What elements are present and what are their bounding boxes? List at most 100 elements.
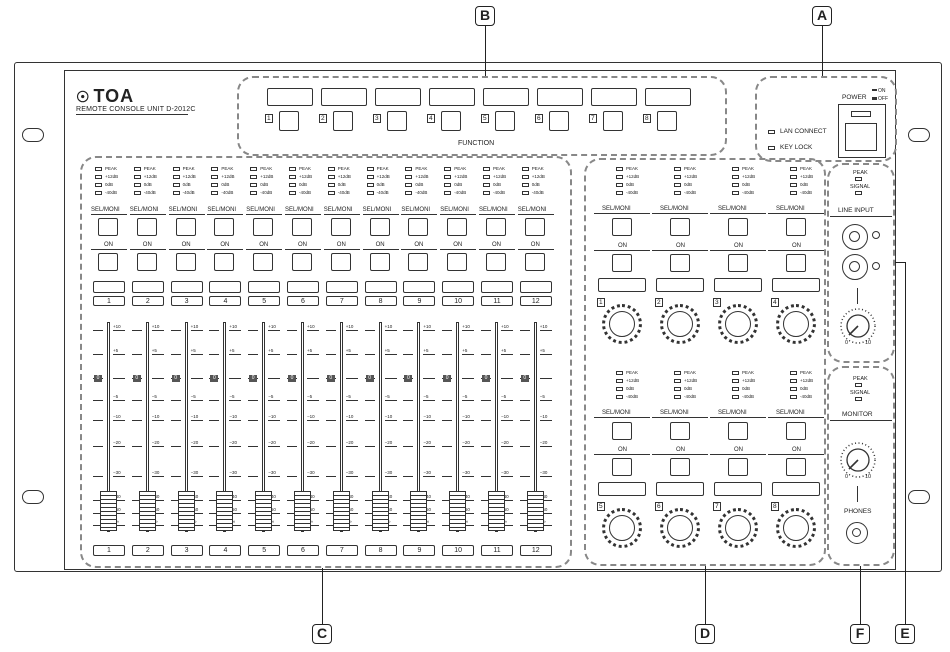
output-7-meter-led-2 (732, 387, 739, 391)
output-8-gain-knob[interactable] (776, 508, 816, 548)
input-2-fader-knob[interactable] (138, 491, 156, 531)
input-4-sel-moni-button[interactable] (214, 218, 235, 236)
input-6-sel-moni-button[interactable] (292, 218, 312, 236)
output-2-sel-moni-button[interactable] (670, 218, 690, 236)
input-6-on-label: ON (298, 242, 307, 248)
output-7-gain-knob[interactable] (718, 508, 758, 548)
input-2-scale-tick-l-5 (131, 446, 142, 447)
input-1-on-button[interactable] (98, 253, 118, 271)
function-key-2[interactable] (333, 111, 353, 131)
input-4-on-label: ON (220, 242, 230, 248)
output-3-on-button[interactable] (728, 254, 748, 272)
input-7-fader-knob[interactable] (332, 491, 350, 531)
input-7-on-button[interactable] (330, 253, 351, 271)
input-11-sel-moni-button[interactable] (486, 218, 506, 236)
output-8-sel-moni-button[interactable] (786, 422, 806, 440)
input-5-on-button[interactable] (253, 253, 274, 271)
input-2-sel-moni-label: SEL/MONI (129, 207, 159, 213)
output-6-on-button[interactable] (670, 458, 690, 476)
output-6-gain-knob[interactable] (660, 508, 700, 548)
phones-jack[interactable] (846, 522, 868, 544)
input-8-fader-knob[interactable] (371, 491, 389, 531)
input-11-scale-tick-r-5 (501, 446, 513, 447)
input-9-on-button[interactable] (408, 253, 429, 271)
input-12-on-button[interactable] (524, 253, 545, 271)
input-7-sel-moni-button[interactable] (330, 218, 351, 236)
function-key-6[interactable] (549, 111, 569, 131)
output-1-sel-moni-button[interactable] (612, 218, 632, 236)
line-input-jack-l[interactable] (842, 224, 868, 250)
input-2-sel-moni-button[interactable] (136, 218, 157, 236)
input-10-sel-moni-button[interactable] (447, 218, 468, 236)
function-key-5[interactable] (495, 111, 515, 131)
input-3-fader-knob[interactable] (177, 491, 195, 531)
line-input-jack-r[interactable] (842, 254, 868, 280)
input-10-fader-knob[interactable] (449, 491, 467, 531)
input-8-scale-label-5: −20 (384, 440, 393, 445)
input-8-sel-moni-button[interactable] (369, 218, 390, 236)
output-7-on-button[interactable] (728, 458, 748, 476)
input-11-fader-knob[interactable] (488, 491, 505, 531)
input-1-fader-knob[interactable] (100, 491, 117, 531)
output-4-gain-knob[interactable] (776, 304, 816, 344)
output-3-sel-moni-button[interactable] (728, 218, 748, 236)
power-switch-rocker[interactable] (845, 123, 877, 151)
function-key-1[interactable] (279, 111, 299, 131)
input-2-on-button[interactable] (136, 253, 157, 271)
function-key-3[interactable] (387, 111, 407, 131)
output-4-sel-moni-button[interactable] (786, 218, 806, 236)
input-11-scale-tick-r-8 (501, 513, 513, 514)
input-12-sel-moni-button[interactable] (524, 218, 545, 236)
input-11-on-button[interactable] (486, 253, 506, 271)
input-7-meter-led-1 (327, 175, 335, 179)
input-9-display (403, 281, 436, 293)
input-5-scale-tick-l-6 (248, 476, 259, 477)
input-2-scale-label-6: −30 (151, 470, 160, 475)
input-4-on-button[interactable] (214, 253, 235, 271)
output-7-sel-moni-button[interactable] (728, 422, 748, 440)
input-2-meter-led-1 (133, 175, 141, 179)
function-key-7[interactable] (603, 111, 623, 131)
output-1-sel-moni-label: SEL/MONI (602, 206, 631, 212)
monitor-level-knob[interactable] (838, 440, 878, 480)
output-7-meter-label-0: PEAK (742, 370, 755, 375)
output-2-gain-knob[interactable] (660, 304, 700, 344)
output-8-on-button[interactable] (786, 458, 806, 476)
input-3-on-button[interactable] (175, 253, 196, 271)
output-6-meter-label-0: PEAK (684, 370, 697, 375)
input-3-sel-moni-button[interactable] (175, 218, 196, 236)
output-5-sel-moni-button[interactable] (612, 422, 632, 440)
input-5-sel-moni-button[interactable] (253, 218, 274, 236)
input-9-meter-led-0 (405, 167, 413, 171)
input-9-fader-knob[interactable] (410, 491, 428, 531)
output-6-sel-moni-button[interactable] (670, 422, 690, 440)
function-key-8[interactable] (657, 111, 677, 131)
output-4-on-button[interactable] (786, 254, 806, 272)
input-8-meter-led-2 (366, 183, 374, 187)
output-3-gain-knob-cap (725, 311, 751, 337)
input-11-scale-label-1: +5 (501, 348, 507, 353)
input-5-sel-divider (246, 214, 283, 215)
output-1-on-button[interactable] (612, 254, 632, 272)
input-8-on-label: ON (375, 242, 385, 248)
function-key-4[interactable] (441, 111, 461, 131)
output-5-on-button[interactable] (612, 458, 632, 476)
input-8-on-button[interactable] (369, 253, 390, 271)
input-6-fader-knob[interactable] (294, 491, 311, 531)
power-switch[interactable] (838, 104, 886, 158)
output-3-gain-knob[interactable] (718, 304, 758, 344)
input-10-scale-label-3: −5 (462, 394, 468, 399)
input-12-fader-knob[interactable] (526, 491, 544, 531)
output-1-gain-knob[interactable] (602, 304, 642, 344)
output-5-gain-knob[interactable] (602, 508, 642, 548)
input-1-sel-moni-button[interactable] (98, 218, 118, 236)
output-6-gain-knob-cap (667, 515, 693, 541)
output-2-on-button[interactable] (670, 254, 690, 272)
input-6-on-button[interactable] (292, 253, 312, 271)
line-input-level-knob[interactable] (838, 306, 878, 346)
input-5-fader-knob[interactable] (255, 491, 273, 531)
input-10-on-button[interactable] (447, 253, 468, 271)
input-9-sel-moni-button[interactable] (408, 218, 429, 236)
input-4-fader-knob[interactable] (216, 491, 234, 531)
input-7-meter-label-1: +12dB (337, 174, 351, 179)
